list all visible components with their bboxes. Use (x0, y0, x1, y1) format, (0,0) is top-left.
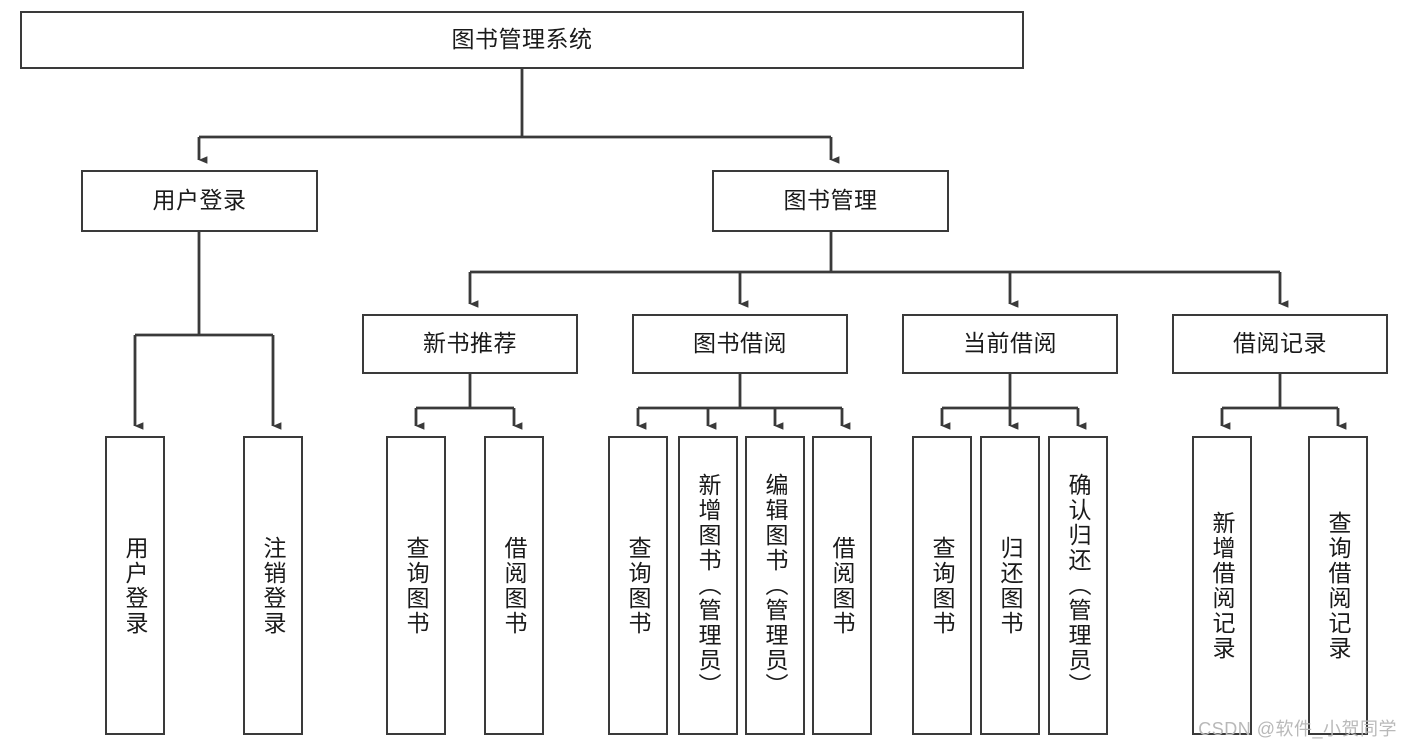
node-label: 注销登录 (260, 535, 287, 636)
node-label: 查询图书 (929, 535, 956, 636)
leaf-borrow-add-book[interactable]: 新增图书（管理员） (678, 436, 738, 735)
node-current-borrow[interactable]: 当前借阅 (902, 314, 1118, 374)
node-label: 借阅图书 (501, 535, 528, 636)
leaf-recommend-borrow-book[interactable]: 借阅图书 (484, 436, 544, 735)
node-label: 确认归还（管理员） (1065, 473, 1092, 698)
node-label: 图书管理 (783, 187, 878, 214)
node-label: 借阅记录 (1233, 330, 1327, 357)
node-book-borrow[interactable]: 图书借阅 (632, 314, 848, 374)
node-label: 当前借阅 (963, 330, 1057, 357)
node-label: 新增图书（管理员） (695, 473, 722, 698)
leaf-borrow-borrow-book[interactable]: 借阅图书 (812, 436, 872, 735)
node-label: 新书推荐 (423, 330, 517, 357)
leaf-borrow-edit-book[interactable]: 编辑图书（管理员） (745, 436, 805, 735)
node-label: 图书借阅 (693, 330, 787, 357)
leaf-current-query-book[interactable]: 查询图书 (912, 436, 972, 735)
node-label: 新增借阅记录 (1209, 510, 1236, 661)
leaf-current-return-book[interactable]: 归还图书 (980, 436, 1040, 735)
leaf-user-login-login[interactable]: 用户登录 (105, 436, 165, 735)
node-label: 归还图书 (997, 535, 1024, 636)
node-label: 借阅图书 (829, 535, 856, 636)
node-new-book-recommend[interactable]: 新书推荐 (362, 314, 578, 374)
leaf-recommend-query-book[interactable]: 查询图书 (386, 436, 446, 735)
leaf-current-confirm-return[interactable]: 确认归还（管理员） (1048, 436, 1108, 735)
leaf-borrow-query-book[interactable]: 查询图书 (608, 436, 668, 735)
node-label: 查询图书 (625, 535, 652, 636)
node-label: 图书管理系统 (451, 26, 593, 53)
node-label: 用户登录 (152, 187, 247, 214)
node-label: 查询借阅记录 (1325, 510, 1352, 661)
leaf-user-login-logout[interactable]: 注销登录 (243, 436, 303, 735)
node-user-login[interactable]: 用户登录 (81, 170, 318, 232)
node-label: 编辑图书（管理员） (762, 473, 789, 698)
node-label: 查询图书 (403, 535, 430, 636)
node-root-system[interactable]: 图书管理系统 (20, 11, 1024, 69)
node-book-management[interactable]: 图书管理 (712, 170, 949, 232)
leaf-record-add-record[interactable]: 新增借阅记录 (1192, 436, 1252, 735)
node-borrow-record[interactable]: 借阅记录 (1172, 314, 1388, 374)
node-label: 用户登录 (122, 535, 149, 636)
leaf-record-query-record[interactable]: 查询借阅记录 (1308, 436, 1368, 735)
